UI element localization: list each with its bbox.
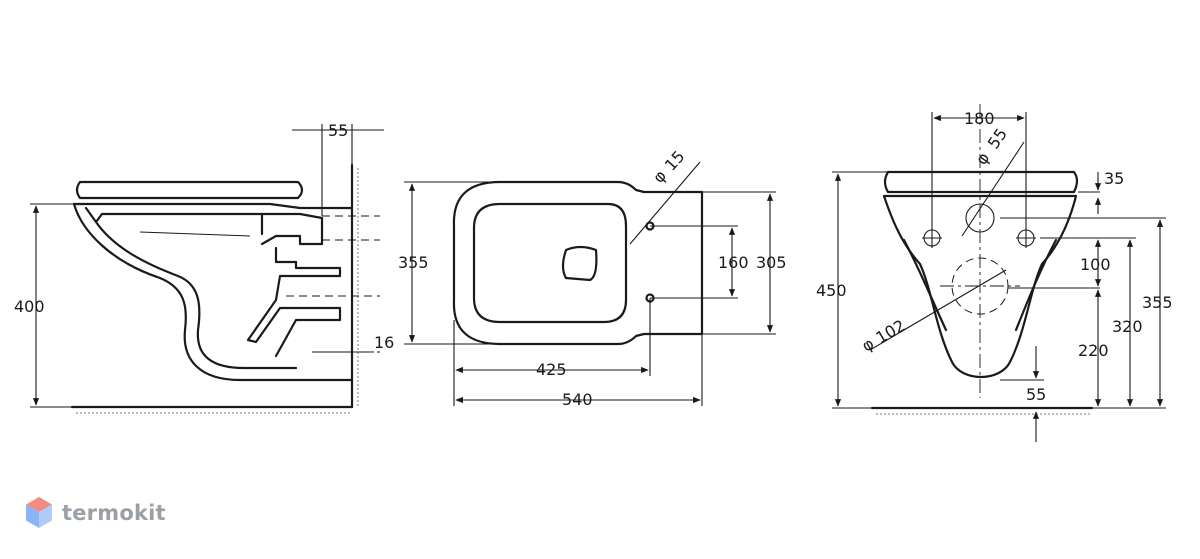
side-seat-lid (75, 180, 304, 200)
top-dim-540: 540 (562, 390, 593, 409)
front-dim-d55-leader (961, 141, 1025, 237)
front-seat (883, 170, 1079, 194)
front-dim-220: 220 (1078, 341, 1109, 360)
top-dim-d15-symbol: φ (649, 166, 670, 187)
brand-name: termokit (62, 501, 166, 525)
front-bowl-inner-left (902, 238, 948, 332)
cube-right-face (39, 504, 52, 528)
side-pipe-dash-top (322, 215, 380, 241)
side-dim-16: 16 (374, 333, 394, 352)
top-bowl-outline (452, 180, 704, 346)
top-dim-425: 425 (536, 360, 567, 379)
top-bowl-inner (472, 202, 628, 324)
front-dim-180: 180 (964, 109, 995, 128)
top-dim-d15-leader (629, 161, 701, 245)
front-dim-d102-symbol: φ (859, 334, 878, 356)
front-dim-d102: 102 (873, 316, 909, 348)
cube-left-face (26, 504, 39, 528)
side-bowl-inner (84, 206, 298, 370)
top-dim-355: 355 (398, 253, 429, 272)
front-dim-55-bottom: 55 (1026, 385, 1046, 404)
top-dim-160: 160 (718, 253, 749, 272)
front-dim-d55-symbol: φ (972, 149, 994, 169)
top-view: 355 160 305 φ 15 425 540 (398, 147, 787, 409)
side-rear-flange (246, 212, 342, 358)
front-dim-d55: 55 (984, 125, 1011, 153)
side-view: 400 55 16 (14, 121, 394, 414)
side-water-line (139, 231, 251, 237)
front-dim-100: 100 (1080, 255, 1111, 274)
brand-logo[interactable]: termokit (24, 496, 166, 530)
front-dim-355: 355 (1142, 293, 1173, 312)
top-dim-305: 305 (756, 253, 787, 272)
side-dim-400: 400 (14, 297, 45, 316)
front-dim-35: 35 (1104, 169, 1124, 188)
front-bolt-cross-right (1016, 228, 1036, 248)
side-dim-55: 55 (328, 121, 348, 140)
front-dim-450: 450 (816, 281, 847, 300)
top-dim-d15: 15 (661, 147, 689, 175)
hexagon-cube-icon (26, 497, 52, 528)
side-bowl-outer (72, 202, 354, 382)
front-bowl-inner-right (1014, 238, 1058, 332)
side-pipe-dash-bottom (286, 295, 380, 353)
front-bolt-cross-left (922, 228, 942, 248)
front-view: 180 φ 55 φ 102 450 35 100 220 320 3 (816, 104, 1173, 442)
front-dim-d102-leader (869, 269, 1007, 351)
front-dim-320: 320 (1112, 317, 1143, 336)
top-outlet-shape (561, 245, 598, 282)
